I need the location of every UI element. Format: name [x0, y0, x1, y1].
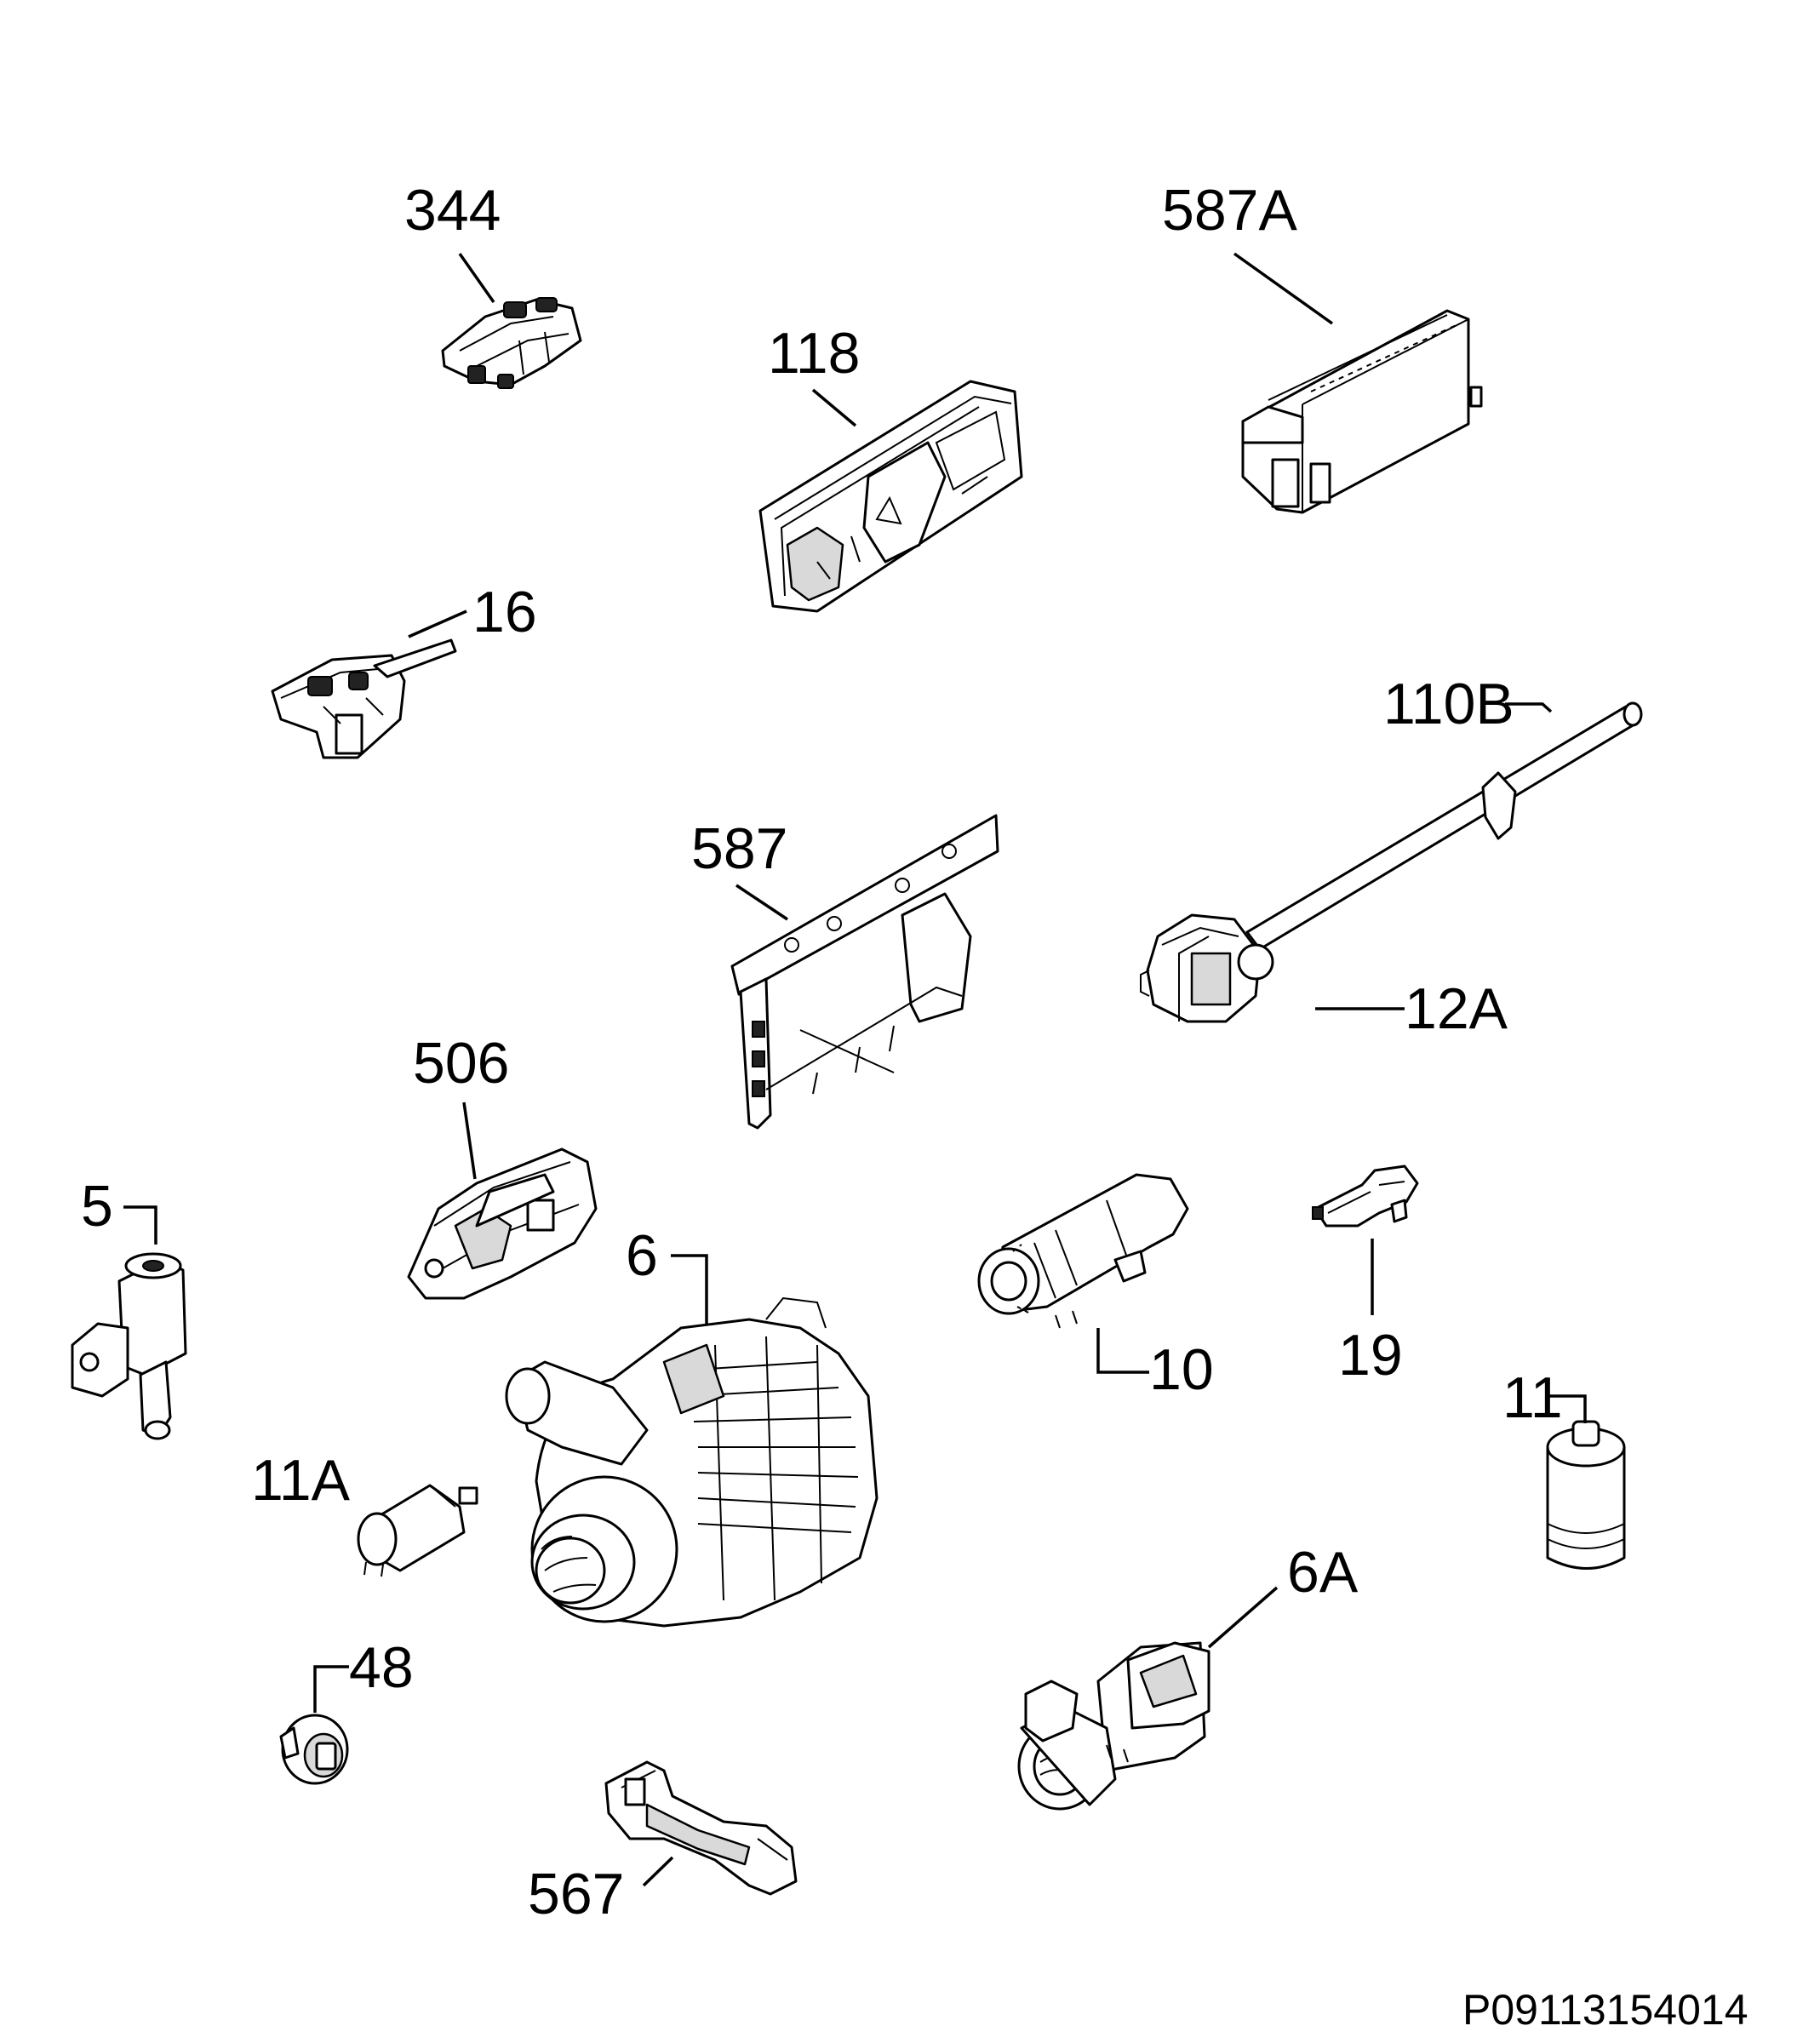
label-16: 16	[472, 580, 537, 644]
leader-6	[671, 1254, 708, 1324]
leader-110B	[1505, 702, 1553, 713]
part-110B-12A	[1140, 701, 1643, 1023]
label-5: 5	[81, 1174, 113, 1239]
label-11: 11	[1502, 1365, 1563, 1430]
label-19: 19	[1338, 1323, 1403, 1388]
part-587	[730, 814, 999, 1130]
label-110B: 110B	[1383, 672, 1514, 736]
part-11A	[357, 1484, 478, 1577]
leader-344	[458, 252, 495, 304]
label-587: 587	[691, 816, 787, 881]
part-5	[71, 1252, 187, 1440]
part-344	[441, 297, 582, 389]
leader-506	[462, 1102, 477, 1180]
label-587A: 587A	[1162, 178, 1297, 243]
part-19	[1312, 1165, 1419, 1228]
label-567: 567	[528, 1862, 624, 1926]
part-506	[407, 1147, 598, 1300]
label-6: 6	[626, 1223, 658, 1288]
leader-587A	[1233, 252, 1334, 325]
label-11A: 11A	[251, 1448, 351, 1513]
part-10	[977, 1173, 1189, 1329]
part-587A	[1241, 309, 1483, 514]
leader-11	[1549, 1394, 1587, 1423]
label-48: 48	[349, 1635, 414, 1700]
part-6	[505, 1296, 879, 1628]
label-506: 506	[413, 1031, 509, 1096]
part-48	[279, 1714, 349, 1785]
leader-118	[811, 388, 857, 427]
leader-6A	[1207, 1586, 1279, 1649]
label-344: 344	[404, 178, 501, 243]
part-11	[1546, 1420, 1626, 1570]
leader-587	[735, 884, 788, 921]
leader-48	[313, 1665, 349, 1713]
leader-16	[408, 609, 467, 638]
leader-10	[1096, 1328, 1149, 1374]
label-10: 10	[1149, 1337, 1214, 1402]
label-12A: 12A	[1405, 976, 1508, 1041]
part-567	[604, 1760, 798, 1896]
document-code: P09113154014	[1462, 1986, 1748, 2034]
part-118	[758, 380, 1023, 613]
label-6A: 6A	[1287, 1540, 1359, 1605]
label-118: 118	[768, 321, 860, 386]
leader-5	[123, 1205, 157, 1245]
leader-567	[642, 1856, 674, 1887]
part-16	[271, 638, 457, 759]
part-6A	[1017, 1641, 1210, 1811]
